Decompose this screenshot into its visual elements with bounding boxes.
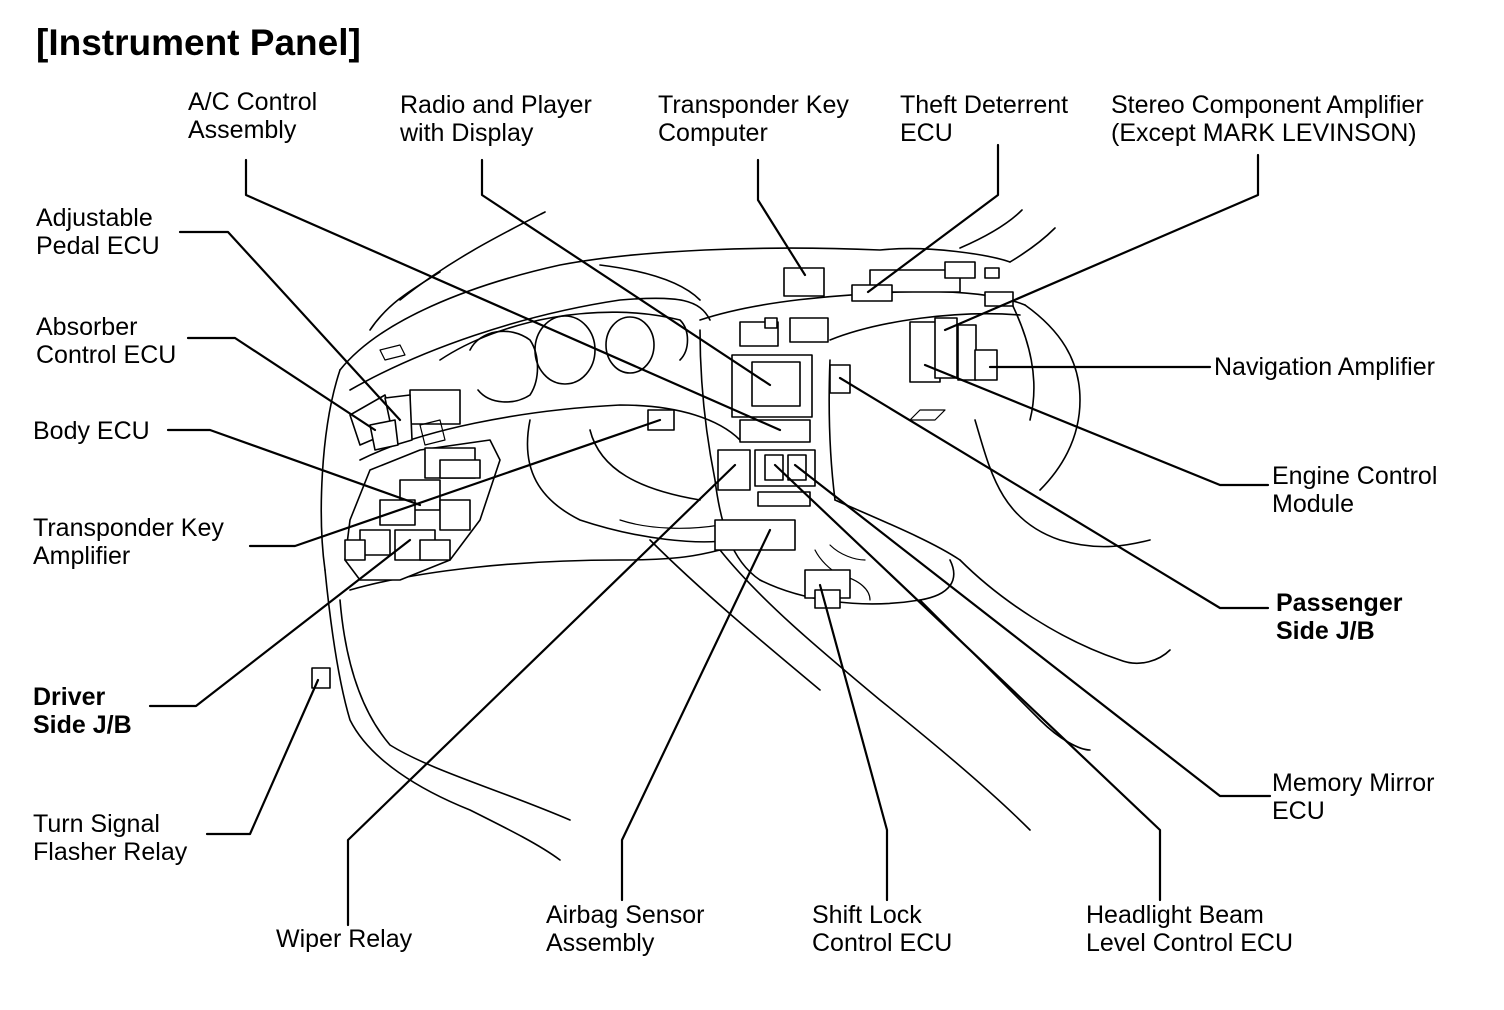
leader-airbag-sensor (620, 528, 772, 902)
leader-absorber (186, 336, 377, 432)
label-body-ecu: Body ECU (33, 417, 150, 445)
leader-memory-mirror (793, 463, 1272, 798)
leader-passenger-side-jb (838, 376, 1270, 610)
leader-driver-side-jb (148, 538, 412, 708)
leader-turn-signal (205, 678, 320, 836)
leader-theft-deterrent (866, 143, 1000, 294)
leader-stereo-amplifier (943, 153, 1260, 332)
page-title: [Instrument Panel] (36, 22, 361, 63)
leader-headlight-beam (773, 463, 1162, 902)
leader-shift-lock (818, 583, 889, 902)
leader-body-ecu (166, 428, 422, 507)
leader-transponder-key-computer (756, 158, 807, 277)
leader-engine-control (923, 363, 1270, 487)
leader-ac-control (244, 158, 782, 432)
leader-adjustable-pedal (178, 230, 402, 422)
leader-transponder-key-amplifier (248, 418, 662, 548)
leader-wiper-relay (346, 463, 737, 927)
dashboard-outline (311, 209, 1171, 861)
label-wiper-relay: Wiper Relay (276, 925, 413, 953)
leader-lines (148, 143, 1272, 927)
label-navigation-amplifier: Navigation Amplifier (1214, 353, 1435, 381)
label-stereo-amplifier: Stereo Component Amplifier(Except MARK L… (1111, 91, 1424, 147)
leader-radio (480, 158, 772, 387)
